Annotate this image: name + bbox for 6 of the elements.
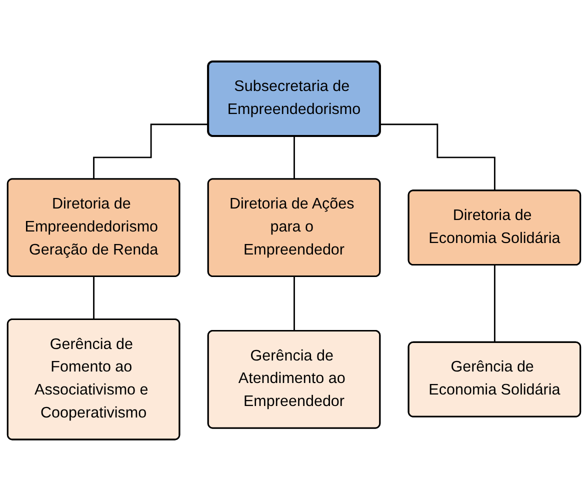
connector — [93, 276, 95, 320]
connector — [294, 276, 296, 332]
connector — [93, 124, 209, 180]
connector — [494, 264, 496, 344]
connector — [294, 136, 296, 180]
connector — [380, 124, 496, 192]
